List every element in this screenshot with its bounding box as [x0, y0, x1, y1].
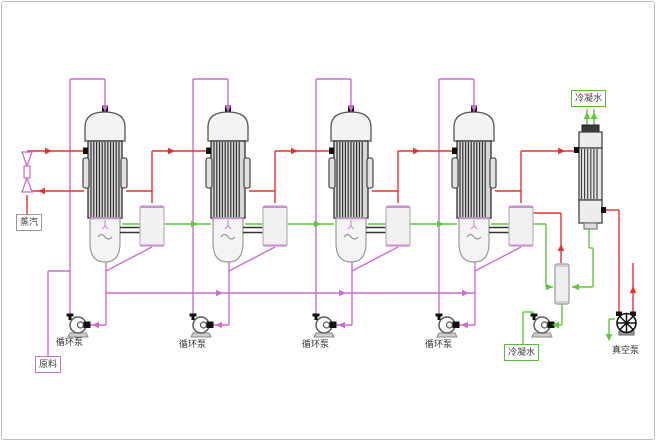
vacuum-pump-label: 真空泵 — [612, 345, 640, 355]
liquor-piping — [47, 78, 522, 356]
vapor-separator-2 — [262, 205, 288, 247]
steam-control-valve — [21, 151, 33, 193]
condensate-pump — [530, 313, 555, 338]
vacuum-pump — [616, 311, 637, 336]
evaporator-effect-1 — [82, 106, 140, 263]
evaporator-effect-2 — [205, 106, 263, 263]
circulation-pump-2 — [189, 313, 214, 338]
feed-label: 原料 — [35, 356, 62, 373]
condensate-outlet-label-bottom: 冷凝水 — [504, 344, 540, 361]
circulation-pump-3 — [312, 313, 337, 338]
circulation-pump-label-3: 循环泵 — [302, 339, 330, 349]
circulation-pump-1 — [66, 313, 91, 338]
circulation-pump-4 — [435, 313, 460, 338]
evaporator-effect-3 — [328, 106, 386, 263]
vapor-separator-1 — [139, 205, 165, 247]
steam-source-label: 蒸汽 — [16, 214, 43, 231]
surface-condenser — [574, 124, 606, 230]
flow-arrows — [38, 105, 637, 341]
flash-tank — [554, 263, 570, 305]
evaporator-effect-4 — [451, 106, 509, 263]
vapor-separator-4 — [508, 205, 534, 247]
steam-piping — [26, 150, 634, 313]
condensate-outlet-label-top: 冷凝水 — [571, 90, 607, 107]
vapor-separator-3 — [385, 205, 411, 247]
circulation-pump-label-1: 循环泵 — [56, 337, 84, 347]
circulation-pump-label-2: 循环泵 — [179, 339, 207, 349]
circulation-pump-label-4: 循环泵 — [425, 339, 453, 349]
